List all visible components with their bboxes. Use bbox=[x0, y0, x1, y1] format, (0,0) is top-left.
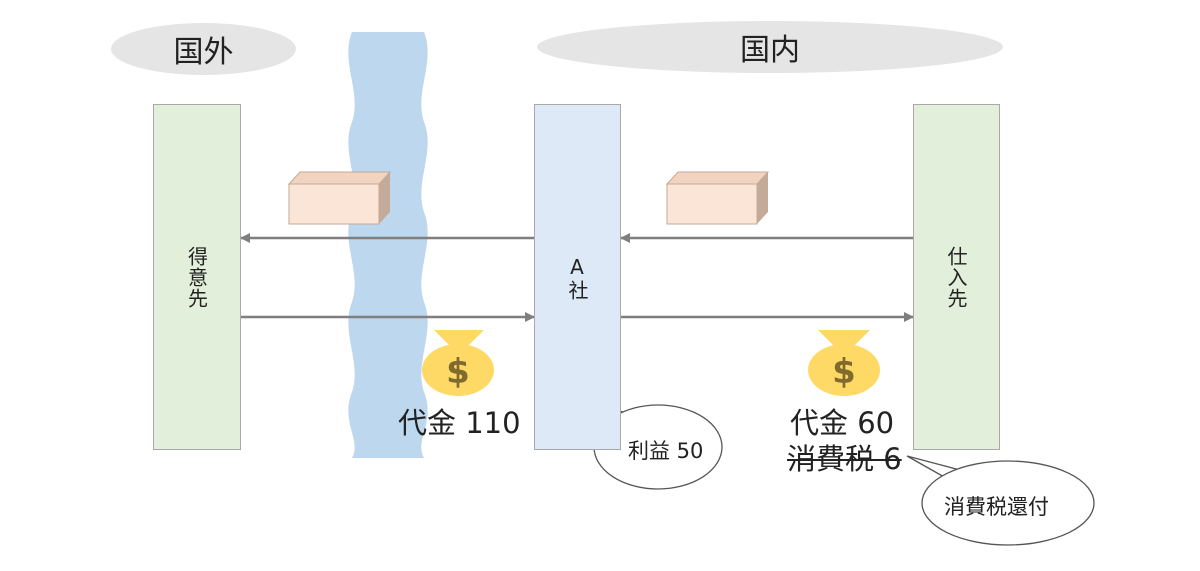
region-domestic-label: 国内 bbox=[740, 33, 800, 68]
refund-callout-text: 消費税還付 bbox=[944, 495, 1049, 519]
customer-box: 得意先 bbox=[153, 104, 241, 450]
supplier-box: 仕入先 bbox=[913, 104, 1000, 450]
supplier-label: 仕入先 bbox=[944, 245, 968, 309]
customer-label: 得意先 bbox=[184, 245, 209, 309]
right-tax-label: 消費税 6 bbox=[787, 442, 902, 476]
package-icon bbox=[287, 171, 392, 225]
right-price-label: 代金 60 bbox=[790, 406, 895, 440]
company-label: A社 bbox=[565, 255, 589, 301]
region-domestic: 国内 bbox=[537, 21, 1003, 73]
company-box: A社 bbox=[534, 104, 621, 450]
river-border bbox=[348, 32, 428, 458]
package-icon bbox=[665, 171, 770, 225]
region-foreign: 国外 bbox=[111, 23, 296, 75]
refund-callout bbox=[906, 455, 1095, 546]
left-price-label: 代金 110 bbox=[398, 406, 521, 440]
svg-text:$: $ bbox=[832, 352, 856, 392]
profit-callout-text: 利益 50 bbox=[628, 439, 704, 463]
money-bag-icon: $ bbox=[808, 330, 880, 396]
svg-text:$: $ bbox=[446, 352, 470, 392]
money-bag-icon: $ bbox=[422, 330, 494, 396]
region-foreign-label: 国外 bbox=[173, 35, 234, 70]
